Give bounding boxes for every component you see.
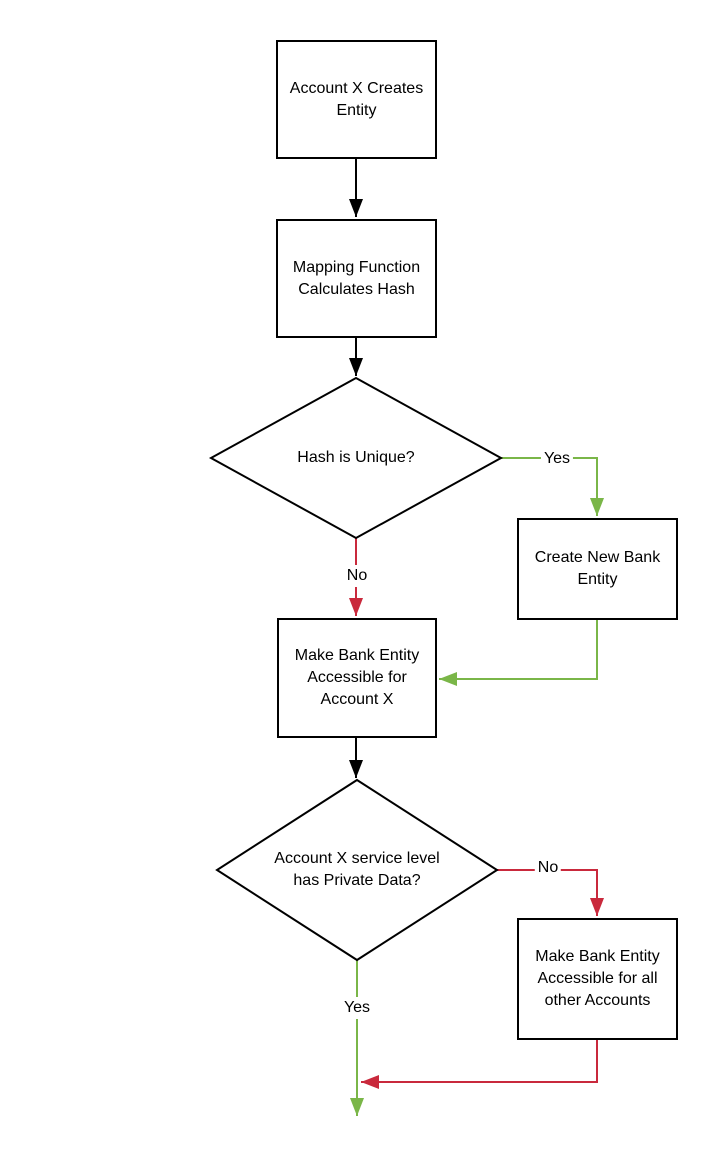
decision-hash-unique-label: Hash is Unique? bbox=[297, 449, 415, 466]
node-accessible-for-account-x-label: Make Bank Entity Accessible for Account … bbox=[294, 647, 420, 708]
node-accessible-for-all-accounts-label: Make Bank Entity Accessible for all othe… bbox=[535, 948, 660, 1009]
node-account-creates-entity-label: Account X Creates Entity bbox=[289, 79, 424, 119]
decision-private-data-label: Account X service level has Private Data… bbox=[274, 850, 440, 889]
edge-private-no-to-accessible-all bbox=[497, 869, 604, 916]
edge-label-hash-no: No bbox=[343, 565, 371, 587]
node-accessible-for-all-accounts: Make Bank Entity Accessible for all othe… bbox=[517, 918, 678, 1040]
edge-create-bank-to-accessible-x bbox=[439, 620, 598, 686]
node-account-creates-entity: Account X Creates Entity bbox=[276, 40, 437, 159]
decision-hash-unique-shape bbox=[208, 376, 504, 540]
edge-label-private-yes: Yes bbox=[340, 997, 374, 1019]
edge-hash-yes-to-create-bank bbox=[501, 457, 604, 516]
node-mapping-function-hash: Mapping Function Calculates Hash bbox=[276, 219, 437, 338]
node-create-new-bank-entity-label: Create New Bank Entity bbox=[534, 549, 661, 588]
edge-accessible-all-to-exit bbox=[361, 1040, 598, 1089]
edge-label-private-no: No bbox=[534, 857, 562, 879]
decision-private-data-shape bbox=[215, 778, 499, 962]
edge-label-hash-yes: Yes bbox=[540, 448, 574, 470]
node-mapping-function-hash-label: Mapping Function Calculates Hash bbox=[292, 258, 421, 298]
node-accessible-for-account-x: Make Bank Entity Accessible for Account … bbox=[277, 618, 437, 738]
node-create-new-bank-entity: Create New Bank Entity bbox=[517, 518, 678, 620]
